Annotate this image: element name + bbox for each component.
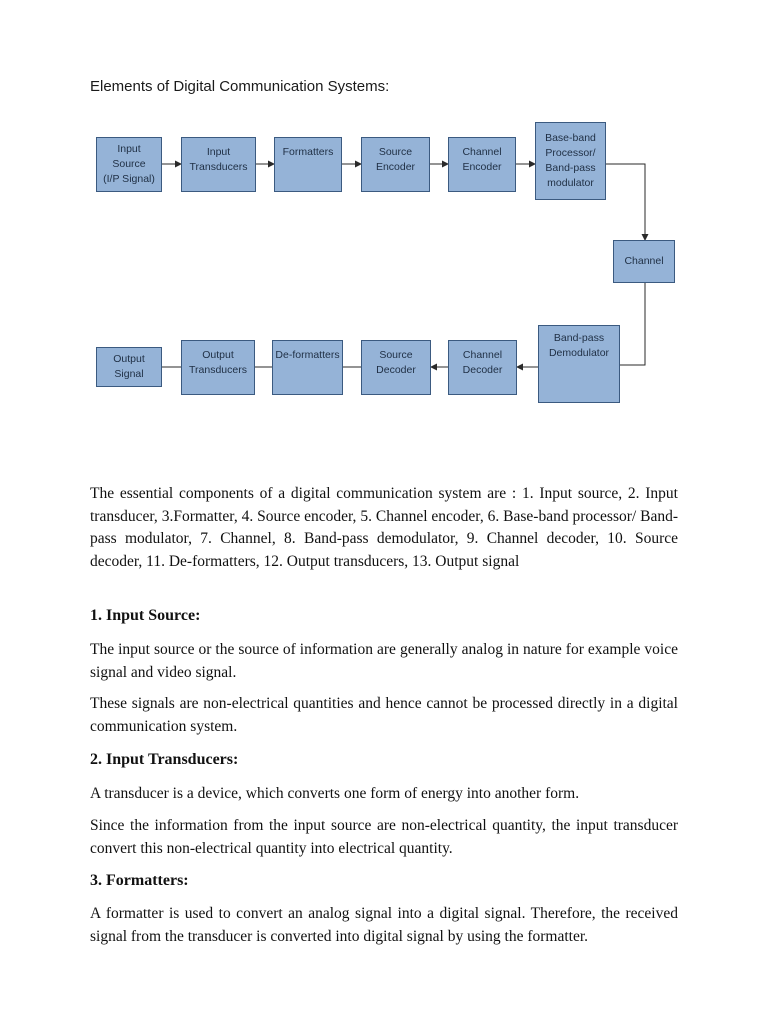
- input-transducers-paragraph-2: Since the information from the input sou…: [90, 817, 678, 857]
- block-output-signal: Output Signal: [96, 347, 162, 387]
- block-channel: Channel: [613, 240, 675, 283]
- line-channel-to-demodulator: [620, 283, 646, 366]
- block-baseband-processor: Base-band Processor/ Band-pass modulator: [535, 122, 606, 200]
- block-bandpass-demodulator: Band-pass Demodulator: [538, 325, 620, 403]
- block-source-decoder: Source Decoder: [361, 340, 431, 395]
- block-channel-encoder: Channel Encoder: [448, 137, 516, 192]
- arrow-baseband-to-channel: [606, 163, 649, 241]
- diagram-heading: Elements of Digital Communication System…: [90, 78, 390, 95]
- block-formatters: Formatters: [274, 137, 342, 192]
- block-source-encoder: Source Encoder: [361, 137, 430, 192]
- section-title-formatters: 3. Formatters:: [90, 872, 189, 889]
- input-source-paragraph-2: These signals are non-electrical quantit…: [90, 695, 678, 735]
- block-output-transducers: Output Transducers: [181, 340, 255, 395]
- input-transducers-paragraph-1: A transducer is a device, which converts…: [90, 785, 580, 802]
- block-input-transducers: Input Transducers: [181, 137, 256, 192]
- block-input-source: Input Source (I/P Signal): [96, 137, 162, 192]
- block-deformatters: De-formatters: [272, 340, 343, 395]
- intro-paragraph: The essential components of a digital co…: [90, 485, 678, 570]
- section-title-input-source: 1. Input Source:: [90, 607, 201, 624]
- section-title-input-transducers: 2. Input Transducers:: [90, 751, 239, 768]
- input-source-paragraph-1: The input source or the source of inform…: [90, 641, 678, 681]
- diagram-connectors: [162, 160, 649, 371]
- block-channel-decoder: Channel Decoder: [448, 340, 517, 395]
- block-diagram: Input Source (I/P Signal) Input Transduc…: [0, 0, 768, 420]
- formatters-paragraph-1: A formatter is used to convert an analog…: [90, 905, 678, 945]
